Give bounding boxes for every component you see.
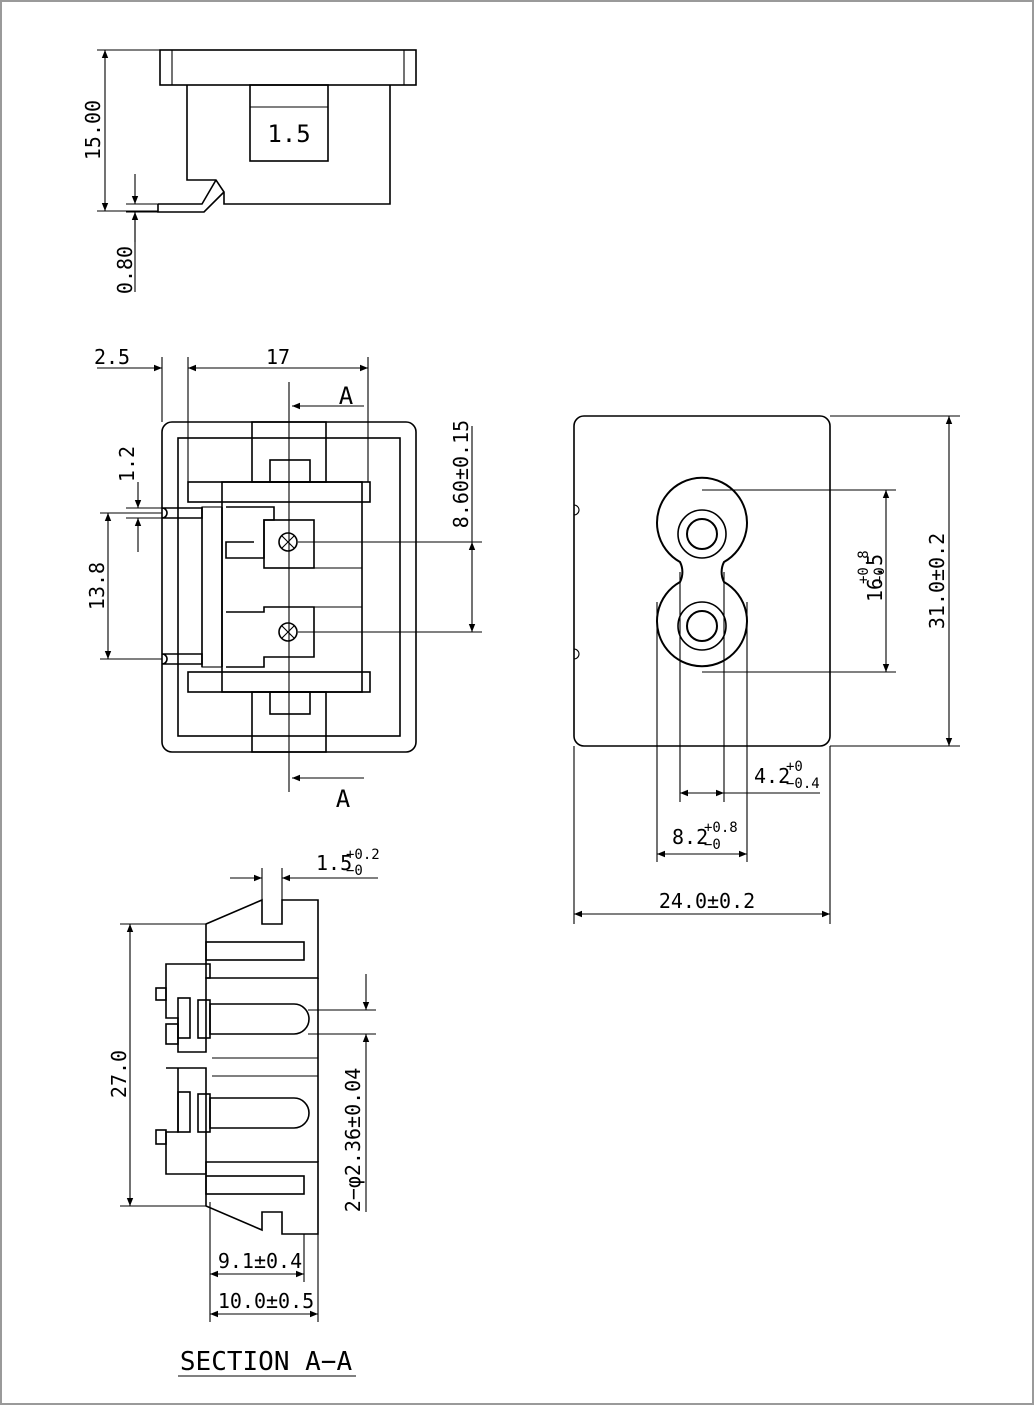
pin-dia-dim: 2−φ2.36±0.04 <box>341 1068 365 1213</box>
height-dim-section: 27.0 <box>107 1050 131 1098</box>
top-view: 1.5 15.00 0.80 <box>81 49 417 294</box>
hole-gap-dim: 4.2 <box>754 764 790 788</box>
side-view: 16.5 +0.8 −0 31.0±0.2 4.2 +0 −0.4 8.2 +0… <box>573 415 960 924</box>
socket-hole-bottom <box>686 610 718 642</box>
section-pin-bottom <box>209 1097 310 1129</box>
label-box-text: 1.5 <box>267 120 310 148</box>
socket-hole-bottom-outer <box>677 601 727 651</box>
pin-spacing-dim: 13.8 <box>85 562 109 610</box>
section-title: SECTION A−A <box>180 1347 353 1377</box>
contact-pitch-tol-upper: +0.8 <box>856 550 872 584</box>
contact-pitch-dim: 16.5 <box>863 554 887 602</box>
height-dim-top: 15.00 <box>81 100 105 160</box>
top-flange <box>159 49 417 86</box>
section-mark-bottom: A <box>336 785 351 813</box>
pin-offset-dim: 1.2 <box>115 446 139 482</box>
wall-tol-upper: +0.2 <box>346 847 380 863</box>
socket-hole-top-outer <box>677 509 727 559</box>
width-dim-side: 24.0±0.2 <box>659 889 755 913</box>
depth-outer-dim: 10.0±0.5 <box>218 1289 314 1313</box>
contact-spacing-dim: 8.60±0.15 <box>449 420 473 528</box>
hole-gap-tol-upper: +0 <box>786 759 803 775</box>
socket-hole-top <box>686 518 718 550</box>
hole-gap-tol-lower: −0.4 <box>786 776 820 792</box>
socket-outline <box>656 476 748 668</box>
width-dim-front: 17 <box>266 345 290 369</box>
depth-inner-dim: 9.1±0.4 <box>218 1249 302 1273</box>
hole-span-dim: 8.2 <box>672 825 708 849</box>
front-view: A A 2.5 17 1.2 13.8 8.60±0.15 <box>85 345 482 813</box>
section-bottom-wall <box>205 1161 319 1235</box>
section-top-wall <box>205 898 319 979</box>
contact-pitch-tol-lower: −0 <box>872 567 888 584</box>
height-dim-side: 31.0±0.2 <box>925 533 949 629</box>
top-pin <box>157 179 225 213</box>
section-view: 1.5 +0.2 −0 27.0 2−φ2.36±0.04 9.1±0.4 10… <box>107 847 380 1377</box>
contact-screw-bottom <box>278 622 298 642</box>
contact-screw-top <box>278 532 298 552</box>
wall-dim: 1.5 <box>316 851 352 875</box>
hole-span-tol-upper: +0.8 <box>704 820 738 836</box>
wall-tol-lower: −0 <box>346 863 363 879</box>
section-pin-top <box>209 1003 310 1035</box>
hole-span-tol-lower: −0 <box>704 837 721 853</box>
left-offset-dim: 2.5 <box>94 345 130 369</box>
pin-thickness-dim: 0.80 <box>113 246 137 294</box>
section-mark-top: A <box>339 382 354 410</box>
side-outline <box>573 415 831 747</box>
label-box <box>249 84 329 162</box>
